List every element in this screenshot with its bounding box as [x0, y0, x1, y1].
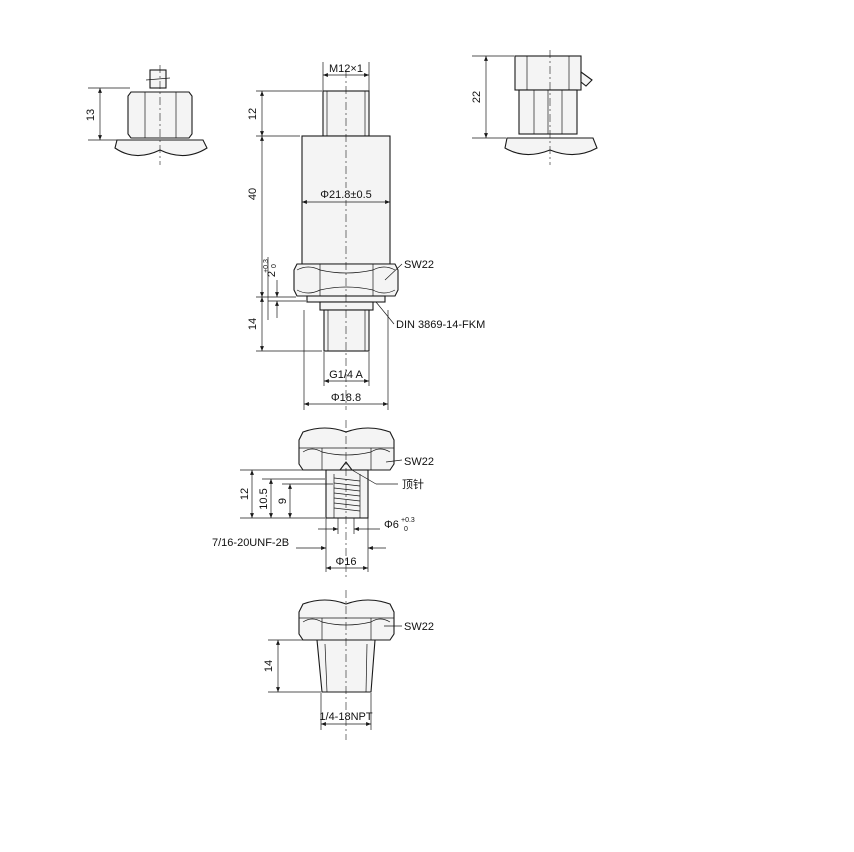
- npt-thread-label: 1/4-18NPT: [319, 711, 372, 723]
- unf-thread-label: 7/16-20UNF-2B: [212, 537, 289, 549]
- g-thread-label: G1/4 A: [329, 369, 363, 381]
- dim-g-thread-length: 14: [247, 318, 259, 330]
- unf-diameter-label: Φ16: [335, 556, 356, 568]
- dim-npt-length: 14: [263, 660, 275, 672]
- dim-body-length: 40: [247, 188, 259, 200]
- dim-gap-tol-lower: 0: [271, 264, 278, 268]
- unf-hex-size-label: SW22: [404, 456, 434, 468]
- main-sensor-view: M12×1 12 40 14 2 +0.3 0 Φ21.8±0.5 SW22 D…: [247, 62, 485, 410]
- base-diameter-label: Φ18.8: [331, 392, 361, 404]
- dim-gap: 2: [266, 271, 278, 277]
- hex-size-label: SW22: [404, 259, 434, 271]
- unf-variant-view: 12 10.5 9 SW22 顶针 Φ6 +0.3 0 7/16-20UNF-2…: [212, 420, 434, 580]
- dim-body-diameter: Φ21.8±0.5: [320, 189, 372, 201]
- unf-bore-tol-lower: 0: [404, 526, 408, 533]
- dim-gap-tol-upper: +0.3: [263, 259, 270, 273]
- unf-pin-label: 顶针: [402, 477, 424, 491]
- dim-unf-12: 12: [239, 488, 251, 500]
- dim-left-side-height: 13: [85, 109, 97, 121]
- dim-unf-10-5: 10.5: [258, 488, 270, 509]
- dim-right-side-height: 22: [471, 91, 483, 103]
- right-side-view: 22: [471, 50, 598, 165]
- unf-bore-label: Φ6: [384, 519, 399, 531]
- unf-bore-tol-upper: +0.3: [401, 517, 415, 524]
- seal-spec-label: DIN 3869-14-FKM: [396, 319, 485, 331]
- top-thread-label: M12×1: [329, 63, 363, 75]
- npt-hex-size-label: SW22: [404, 621, 434, 633]
- npt-variant-view: 14 SW22 1/4-18NPT: [263, 590, 434, 740]
- dim-unf-9: 9: [277, 498, 289, 504]
- left-side-view: 13: [85, 65, 208, 165]
- dim-top-thread-length: 12: [247, 108, 259, 120]
